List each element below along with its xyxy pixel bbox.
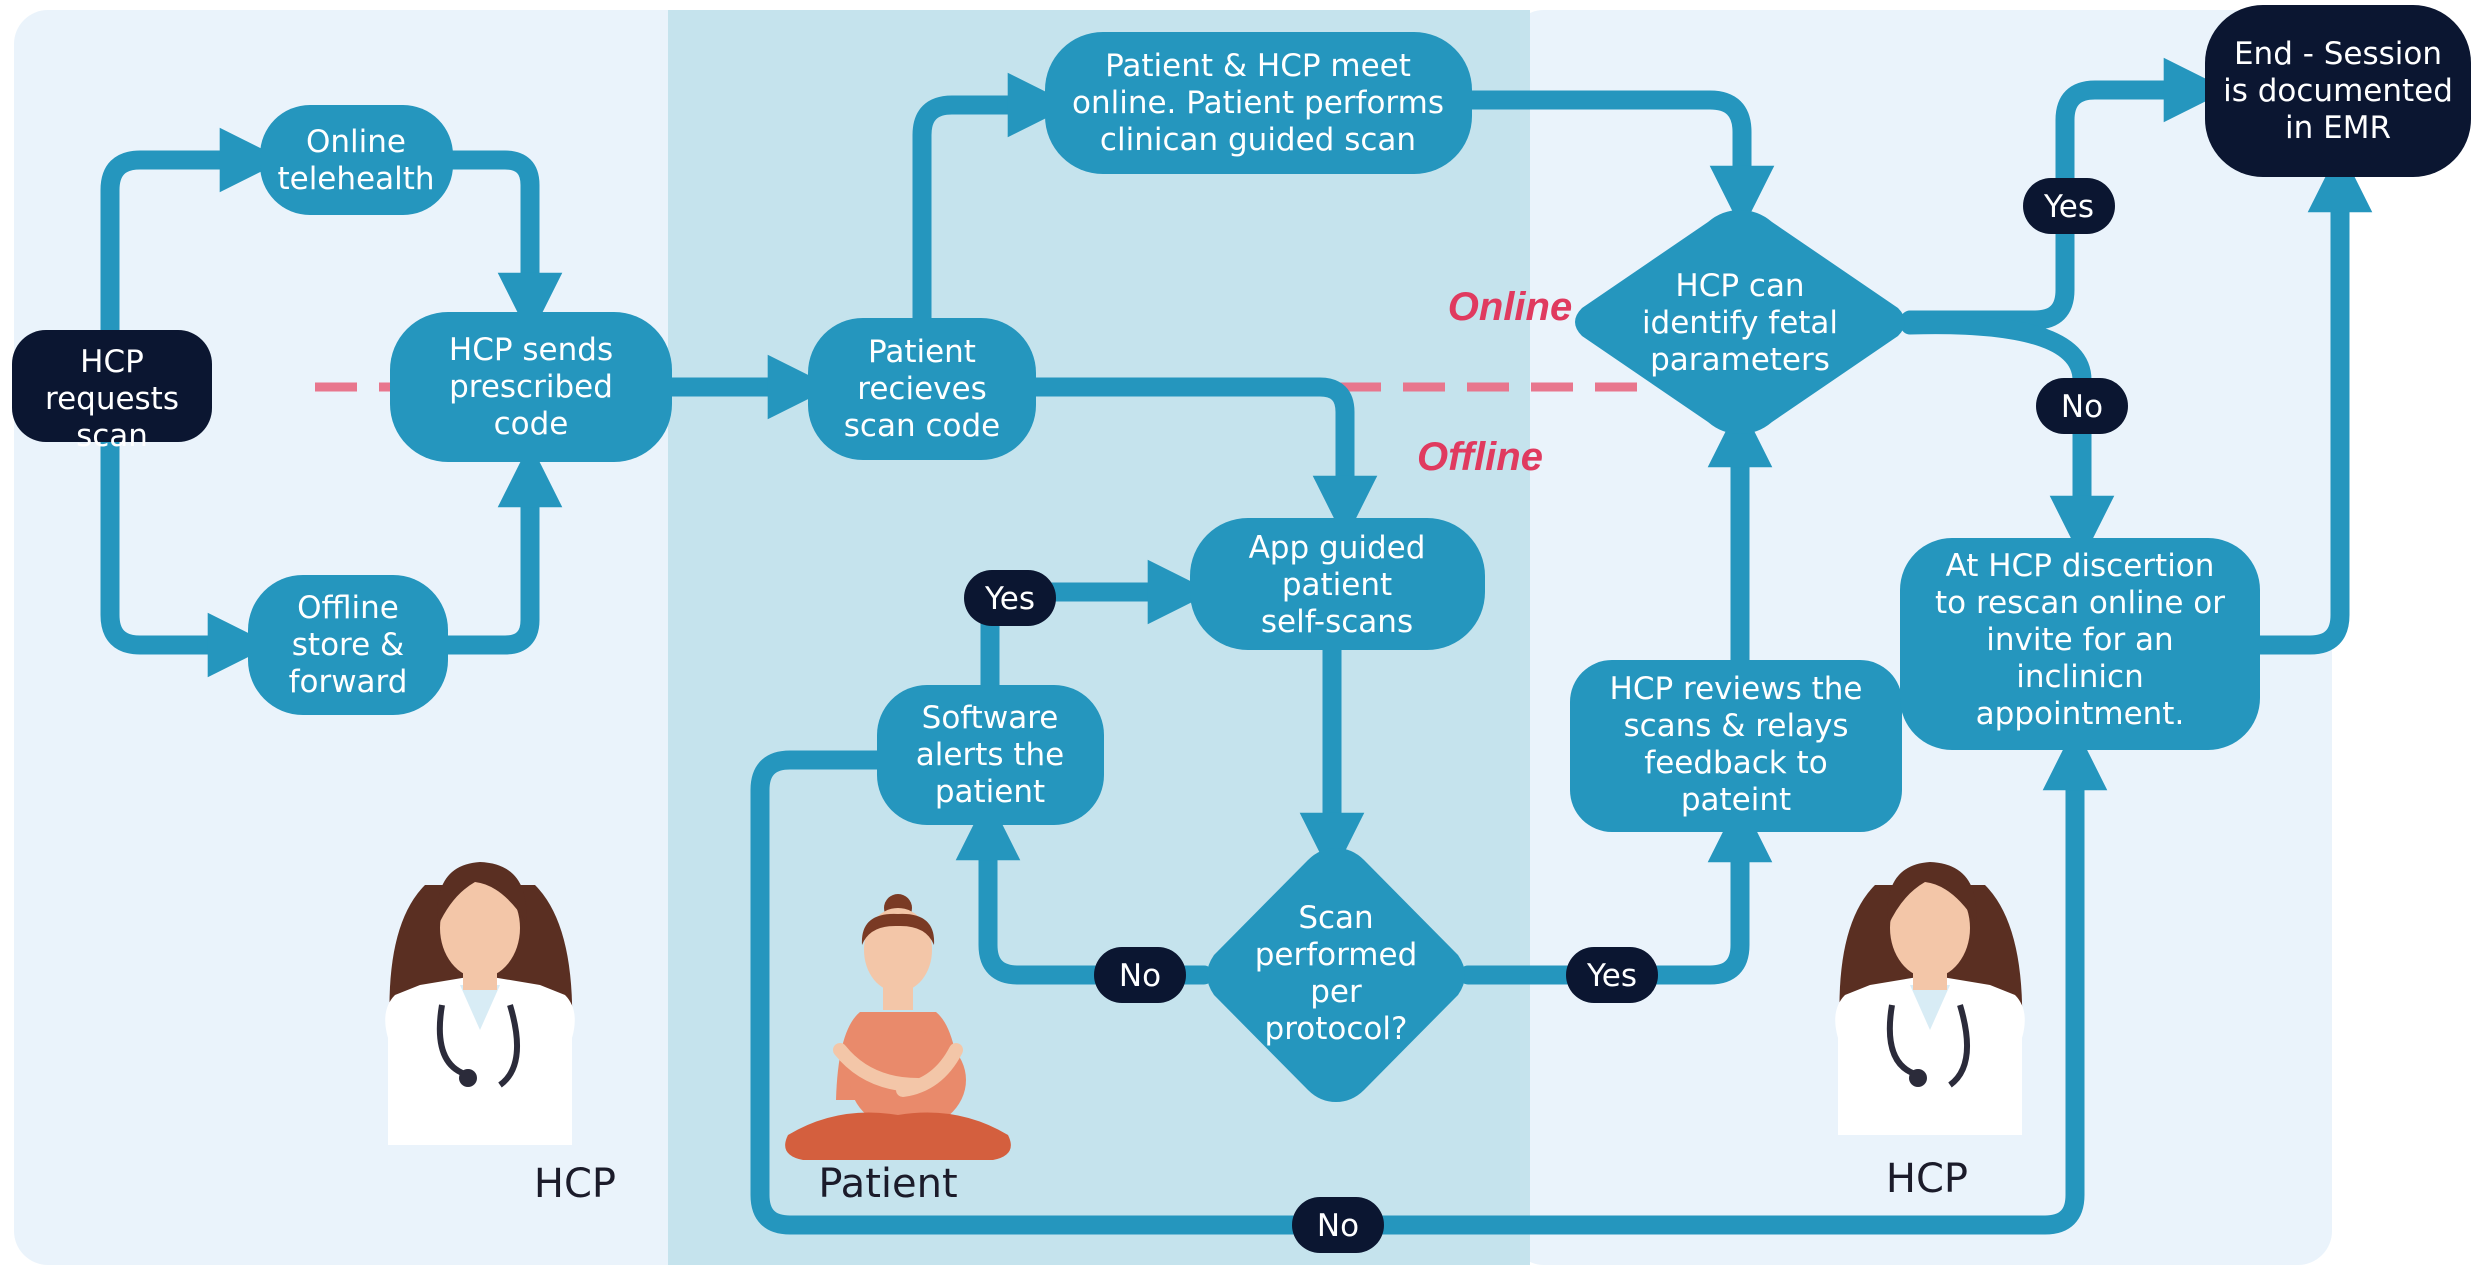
lane-label-hcp-left: HCP bbox=[534, 1161, 616, 1207]
edge-request-to-offline bbox=[100, 430, 273, 678]
edge-identify-to-discretion bbox=[1900, 315, 2115, 561]
svg-text:Yes: Yes bbox=[984, 581, 1035, 617]
label-offline: Offline bbox=[1417, 435, 1543, 479]
svg-text:No: No bbox=[1317, 1208, 1359, 1244]
edge-label-no-alert: No bbox=[1094, 947, 1186, 1003]
doctor-left-icon bbox=[385, 862, 575, 1145]
edge-label-no-discretion: No bbox=[2036, 378, 2128, 434]
label-online: Online bbox=[1448, 285, 1572, 329]
edge-meet-to-identify bbox=[1462, 90, 1775, 231]
lane-label-patient: Patient bbox=[818, 1161, 957, 1207]
edge-request-to-online bbox=[100, 127, 285, 340]
edge-discretion-to-end bbox=[2250, 147, 2373, 655]
edge-offline-to-sends bbox=[438, 442, 563, 655]
edge-protocol-to-reviews bbox=[1458, 797, 1773, 985]
edge-label-no-bottom: No bbox=[1292, 1197, 1384, 1253]
edge-receives-to-meet bbox=[912, 72, 1073, 330]
doctor-right-icon bbox=[1835, 862, 2025, 1135]
svg-text:Yes: Yes bbox=[2043, 189, 2094, 225]
edge-label-yes-review: Yes bbox=[1566, 947, 1658, 1003]
edge-label-yes-alert: Yes bbox=[964, 570, 1056, 626]
edge-receives-to-app bbox=[1026, 377, 1378, 541]
edge-online-to-sends bbox=[443, 150, 563, 338]
svg-text:No: No bbox=[2061, 389, 2103, 425]
svg-text:Yes: Yes bbox=[1586, 958, 1637, 994]
edge-protocol-to-alerts bbox=[955, 795, 1214, 985]
lane-label-hcp-right: HCP bbox=[1886, 1156, 1968, 1202]
edge-alerts-bottom-loop bbox=[750, 725, 2108, 1235]
pregnant-woman-icon bbox=[785, 894, 1011, 1160]
edge-label-yes-end: Yes bbox=[2023, 178, 2115, 234]
svg-text:No: No bbox=[1119, 958, 1161, 994]
